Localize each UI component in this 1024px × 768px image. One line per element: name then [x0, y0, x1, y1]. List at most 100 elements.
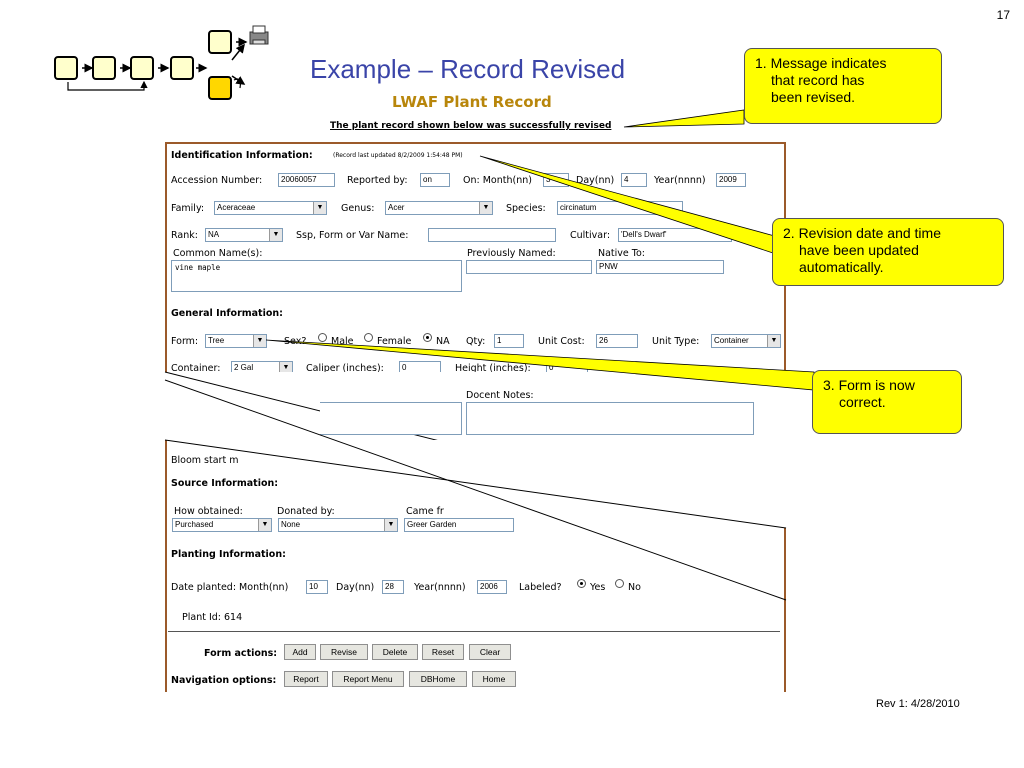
navigation-label: Navigation options: [171, 675, 277, 686]
how-obtained-select[interactable]: Purchased▼ [172, 518, 272, 532]
qty-input[interactable]: 1 [494, 334, 524, 348]
rank-label: Rank: [171, 230, 198, 241]
general-heading: General Information: [171, 308, 283, 319]
workflow-diagram [67, 25, 269, 91]
sex-na-label: NA [436, 336, 450, 347]
identification-heading: Identification Information: [171, 150, 313, 161]
callout-2-line-2: have been updated [799, 242, 919, 258]
genus-label: Genus: [341, 203, 375, 214]
unit-cost-label: Unit Cost: [538, 336, 585, 347]
form-title: LWAF Plant Record [392, 93, 552, 111]
rank-select[interactable]: NA▼ [205, 228, 283, 242]
docent-notes-label: Docent Notes: [466, 390, 534, 401]
sex-na-radio[interactable] [423, 333, 432, 342]
callout-1-line-1: 1. Message indicates [755, 55, 887, 71]
slide-number: 17 [996, 8, 1010, 22]
callout-revised-message: 1. Message indicates that record has bee… [744, 48, 942, 124]
reported-by-input[interactable]: on [420, 173, 450, 187]
docent-notes-textarea[interactable] [466, 402, 754, 435]
planted-day-label: Day(nn) [336, 582, 375, 593]
last-updated-stamp: (Record last updated 8/2/2009 1:54:48 PM… [333, 152, 463, 159]
divider [168, 631, 780, 632]
callout-form-correct: 3. Form is now correct. [812, 370, 962, 434]
chevron-down-icon: ▼ [767, 335, 780, 347]
planted-month-input[interactable]: 10 [306, 580, 328, 594]
callout-3-line-1: 3. Form is now [823, 377, 915, 393]
delete-button[interactable]: Delete [372, 644, 418, 660]
sex-female-radio[interactable] [364, 333, 373, 342]
labeled-yes-label: Yes [590, 582, 606, 593]
labeled-label: Labeled? [519, 582, 562, 593]
on-day-input[interactable]: 4 [621, 173, 647, 187]
dbhome-button[interactable]: DBHome [409, 671, 467, 687]
accession-label: Accession Number: [171, 175, 263, 186]
chevron-down-icon: ▼ [384, 519, 397, 531]
planted-year-label: Year(nnnn) [414, 582, 466, 593]
general-notes-textarea[interactable] [320, 402, 462, 435]
on-day-label: Day(nn) [576, 175, 615, 186]
unit-cost-input[interactable]: 26 [596, 334, 638, 348]
add-button[interactable]: Add [284, 644, 316, 660]
native-to-label: Native To: [598, 248, 645, 259]
on-month-label: On: Month(nn) [463, 175, 532, 186]
source-heading: Source Information: [171, 478, 279, 489]
on-year-input[interactable]: 2009 [716, 173, 746, 187]
reset-button[interactable]: Reset [422, 644, 464, 660]
form-select[interactable]: Tree▼ [205, 334, 267, 348]
callout-2-line-1: 2. Revision date and time [783, 225, 941, 241]
unit-type-label: Unit Type: [652, 336, 700, 347]
callout-3-line-2: correct. [839, 394, 886, 410]
family-select[interactable]: Aceraceae▼ [214, 201, 327, 215]
clear-button[interactable]: Clear [469, 644, 511, 660]
bloom-start-label: Bloom start m [171, 455, 239, 466]
donated-by-label: Donated by: [277, 506, 335, 517]
came-from-input[interactable]: Greer Garden [404, 518, 514, 532]
home-button[interactable]: Home [472, 671, 516, 687]
labeled-no-radio[interactable] [615, 579, 624, 588]
chevron-down-icon: ▼ [253, 335, 266, 347]
cultivar-label: Cultivar: [570, 230, 611, 241]
chevron-down-icon: ▼ [269, 229, 282, 241]
height-label: Height (inches): [455, 363, 531, 374]
plant-id: Plant Id: 614 [182, 612, 243, 623]
callout-revision-date: 2. Revision date and time have been upda… [772, 218, 1004, 286]
unit-type-select[interactable]: Container▼ [711, 334, 781, 348]
planted-day-input[interactable]: 28 [382, 580, 404, 594]
flow-step-2 [92, 56, 116, 80]
callout-1-line-2: that record has [771, 72, 865, 88]
sex-male-label: Male [331, 336, 354, 347]
chevron-down-icon: ▼ [279, 362, 292, 374]
common-names-label: Common Name(s): [173, 248, 263, 259]
previously-named-input[interactable] [466, 260, 592, 274]
form-label: Form: [171, 336, 199, 347]
flow-step-revise-active [208, 76, 232, 100]
planted-year-input[interactable]: 2006 [477, 580, 507, 594]
labeled-yes-radio[interactable] [577, 579, 586, 588]
report-menu-button[interactable]: Report Menu [332, 671, 404, 687]
revision-note: Rev 1: 4/28/2010 [876, 698, 960, 710]
sex-male-radio[interactable] [318, 333, 327, 342]
slide-title: Example – Record Revised [310, 54, 626, 84]
donated-by-select[interactable]: None▼ [278, 518, 398, 532]
report-button[interactable]: Report [284, 671, 328, 687]
sex-female-label: Female [377, 336, 412, 347]
revise-button[interactable]: Revise [320, 644, 368, 660]
chevron-down-icon: ▼ [313, 202, 326, 214]
qty-label: Qty: [466, 336, 486, 347]
callout-1-line-3: been revised. [771, 89, 856, 105]
how-obtained-label: How obtained: [174, 506, 243, 517]
ssp-input[interactable] [428, 228, 556, 242]
revision-success-message: The plant record shown below was success… [330, 121, 612, 131]
form-actions-label: Form actions: [204, 648, 278, 659]
chevron-down-icon: ▼ [258, 519, 271, 531]
genus-select[interactable]: Acer▼ [385, 201, 493, 215]
flow-step-1 [54, 56, 78, 80]
previously-named-label: Previously Named: [467, 248, 556, 259]
common-names-textarea[interactable]: vine maple [171, 260, 462, 292]
accession-input[interactable]: 20060057 [278, 173, 335, 187]
flow-step-print [208, 30, 232, 54]
chevron-down-icon: ▼ [479, 202, 492, 214]
native-to-input[interactable]: PNW [596, 260, 724, 274]
